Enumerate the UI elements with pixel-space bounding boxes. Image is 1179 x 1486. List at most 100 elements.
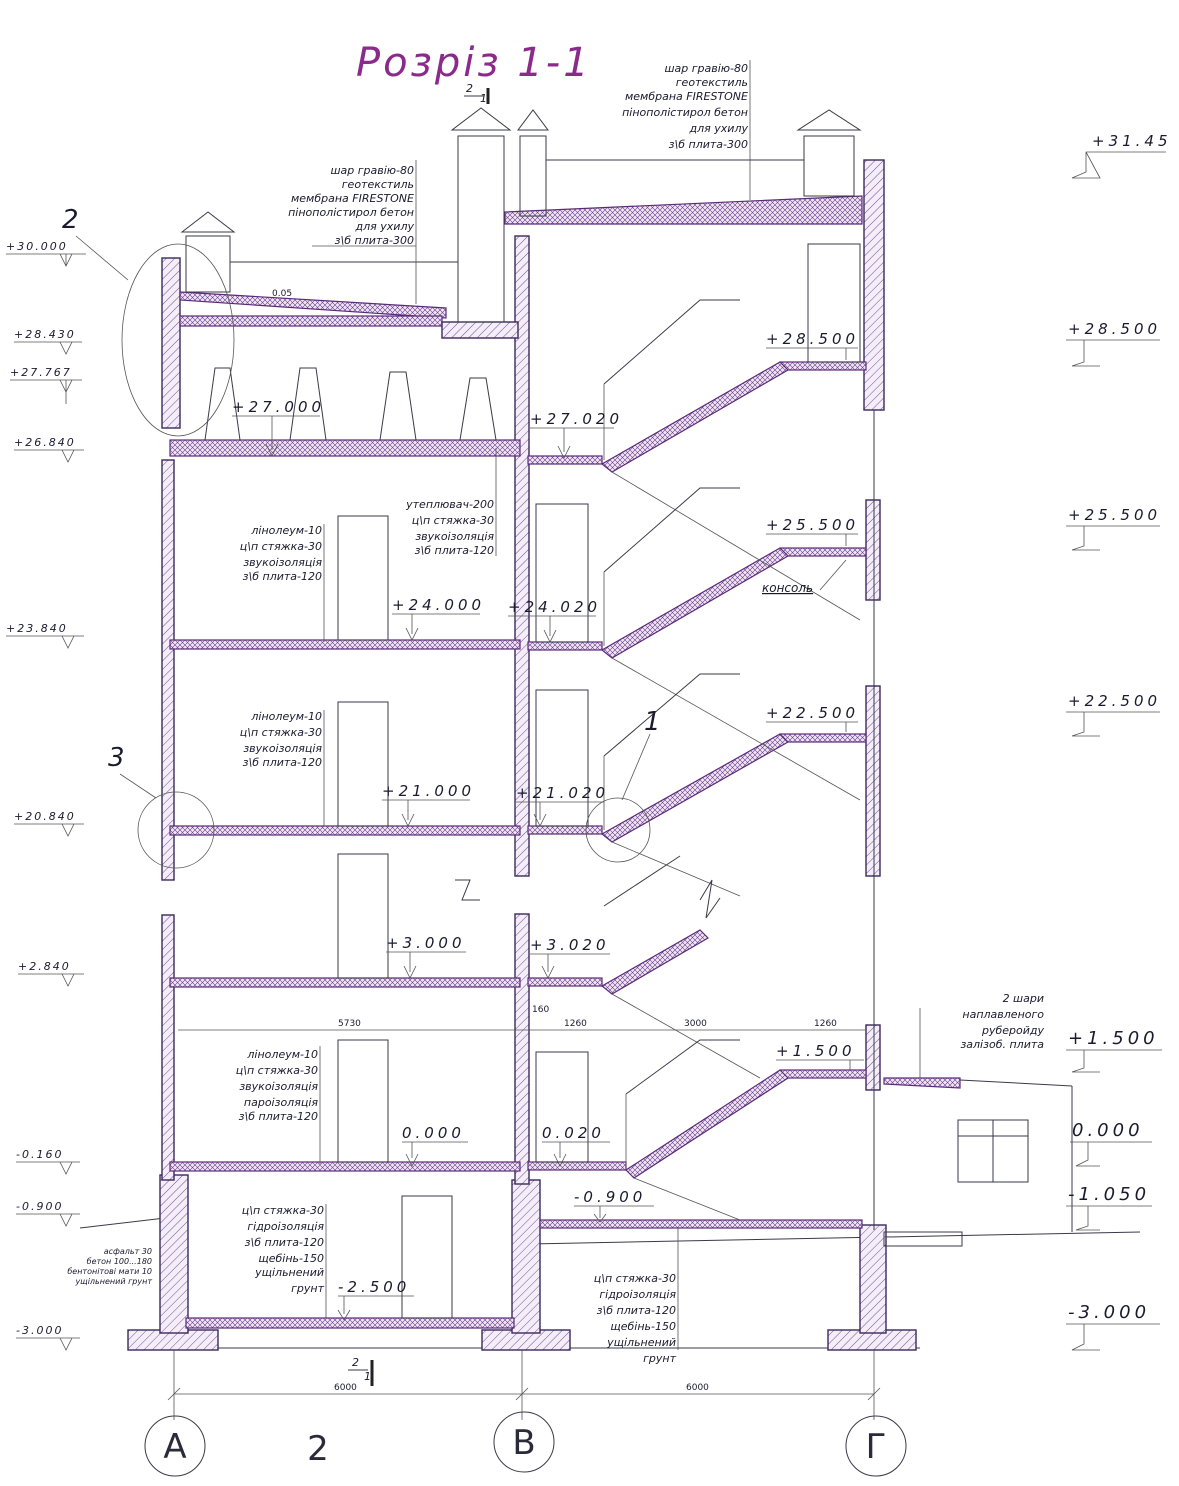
svg-text:+27.020: +27.020 (530, 410, 623, 428)
level-mark-inner: +27.000 +27.020 +28.500 +25.500 +24.000 … (232, 330, 859, 1296)
svg-text:для ухилу: для ухилу (689, 122, 749, 135)
svg-text:ц\п стяжка-30: ц\п стяжка-30 (240, 726, 322, 739)
svg-text:+2.840: +2.840 (18, 960, 71, 973)
walls (161, 159, 885, 1230)
svg-text:мембрана FIRESTONE: мембрана FIRESTONE (291, 192, 414, 205)
svg-text:з\б плита-120: з\б плита-120 (243, 570, 322, 583)
roof (179, 107, 863, 441)
svg-text:2 шари: 2 шари (1003, 992, 1044, 1005)
dim-1260-right: 1260 (814, 1019, 837, 1029)
svg-text:з\б плита-300: з\б плита-300 (335, 234, 414, 247)
section-mark-bottom: 2 1 (348, 1356, 374, 1386)
axis-bubble-g: Г (845, 1415, 907, 1477)
dim-3000: 3000 (684, 1019, 707, 1029)
svg-text:-0.160: -0.160 (16, 1148, 63, 1161)
svg-text:-0.900: -0.900 (16, 1200, 63, 1213)
svg-text:лінолеум-10: лінолеум-10 (250, 710, 322, 723)
level-mark-left: +30.000 +28.430 +27.767 +26.840 +23.840 … (6, 240, 76, 1337)
level-arrows-inner (232, 347, 864, 1321)
svg-text:2: 2 (466, 82, 473, 95)
doors (337, 243, 861, 1319)
svg-text:1: 1 (644, 707, 661, 737)
svg-text:щебінь-150: щебінь-150 (258, 1252, 324, 1265)
svg-text:-2.500: -2.500 (338, 1278, 410, 1296)
note-stair-base: ц\п стяжка-30 гідроізоляція з\б плита-12… (594, 1228, 679, 1365)
svg-text:гідроізоляція: гідроізоляція (599, 1288, 676, 1301)
svg-text:+21.020: +21.020 (516, 784, 609, 802)
svg-text:ущільнений: ущільнений (254, 1266, 324, 1279)
svg-text:+24.020: +24.020 (508, 598, 601, 616)
note-floor-c: лінолеум-10 ц\п стяжка-30 звукоізоляція … (236, 1046, 321, 1164)
svg-text:геотекстиль: геотекстиль (676, 76, 748, 89)
svg-text:+24.000: +24.000 (392, 596, 485, 614)
note-attic-floor: утеплювач-200 ц\п стяжка-30 звукоізоляці… (405, 448, 497, 557)
note-floor-a: лінолеум-10 ц\п стяжка-30 звукоізоляція … (240, 524, 325, 642)
svg-text:ц\п стяжка-30: ц\п стяжка-30 (242, 1204, 324, 1217)
svg-text:+28.500: +28.500 (766, 330, 859, 348)
svg-text:А: А (163, 1427, 186, 1467)
svg-text:+3.020: +3.020 (530, 936, 610, 954)
svg-text:+27.000: +27.000 (232, 398, 325, 416)
svg-text:+28.500: +28.500 (1068, 320, 1161, 338)
note-roof-left: шар гравію-80 геотекстиль мембрана FIRES… (288, 160, 417, 304)
svg-text:ущільнений: ущільнений (606, 1336, 676, 1349)
svg-text:ц\п стяжка-30: ц\п стяжка-30 (594, 1272, 676, 1285)
svg-text:звукоізоляція: звукоізоляція (243, 556, 322, 569)
note-porch-roof: 2 шари наплавленого руберойду залізоб. п… (919, 992, 1044, 1078)
axis-bubble-v: В (493, 1411, 555, 1473)
svg-text:-3.000: -3.000 (1068, 1302, 1150, 1323)
dim-6000-right: 6000 (686, 1383, 709, 1393)
dim-5730: 5730 (338, 1019, 361, 1029)
svg-text:2: 2 (62, 205, 79, 235)
dim-160: 160 (532, 1005, 549, 1015)
note-roof-right: шар гравію-80 геотекстиль мембрана FIRES… (622, 60, 751, 200)
section-mark-top: 2 1 (464, 82, 490, 105)
svg-text:2: 2 (352, 1356, 359, 1369)
svg-text:+22.500: +22.500 (766, 704, 859, 722)
svg-text:+22.500: +22.500 (1068, 692, 1161, 710)
note-basement-floor: ц\п стяжка-30 гідроізоляція з\б плита-12… (242, 1204, 327, 1318)
note-paving: асфальт 30 бетон 100...180 бентонітові м… (67, 1247, 152, 1286)
svg-text:-1.050: -1.050 (1068, 1184, 1150, 1205)
svg-text:+1.500: +1.500 (1068, 1028, 1159, 1049)
svg-text:з\б плита-300: з\б плита-300 (669, 138, 748, 151)
level-arrows-left (6, 253, 86, 1351)
axis-bubble-2: 2 (307, 1429, 329, 1469)
svg-text:+21.000: +21.000 (382, 782, 475, 800)
note-floor-b: лінолеум-10 ц\п стяжка-30 звукоізоляція … (240, 710, 325, 826)
svg-text:2: 2 (307, 1429, 329, 1469)
svg-text:+1.500: +1.500 (776, 1042, 856, 1060)
svg-text:залізоб. плита: залізоб. плита (960, 1038, 1044, 1051)
detail-callout-3: 3 (108, 743, 215, 869)
svg-text:пінополістирол бетон: пінополістирол бетон (288, 206, 414, 219)
svg-text:+3.000: +3.000 (386, 934, 466, 952)
svg-text:звукоізоляція: звукоізоляція (415, 530, 494, 543)
entrance-canopy (883, 1077, 1073, 1247)
svg-text:з\б плита-120: з\б плита-120 (415, 544, 494, 557)
svg-text:асфальт 30: асфальт 30 (104, 1247, 152, 1256)
svg-text:+31.45: +31.45 (1092, 132, 1172, 150)
svg-text:грунт: грунт (291, 1282, 324, 1295)
axis-bubble-a: А (144, 1415, 206, 1477)
svg-text:шар гравію-80: шар гравію-80 (664, 62, 748, 75)
drawing-title: Розріз 1-1 (356, 40, 592, 86)
svg-text:+27.767: +27.767 (10, 366, 72, 379)
svg-text:грунт: грунт (643, 1352, 676, 1365)
svg-text:лінолеум-10: лінолеум-10 (246, 1048, 318, 1061)
svg-text:звукоізоляція: звукоізоляція (239, 1080, 318, 1093)
level-arrows-right (1066, 151, 1166, 1351)
svg-text:-3.000: -3.000 (16, 1324, 63, 1337)
console-label: консоль (762, 581, 813, 595)
floor-slabs (169, 361, 867, 1329)
svg-text:Г: Г (866, 1427, 887, 1467)
svg-text:+26.840: +26.840 (14, 436, 76, 449)
svg-text:1: 1 (480, 92, 487, 105)
svg-text:мембрана FIRESTONE: мембрана FIRESTONE (625, 90, 748, 103)
svg-text:утеплювач-200: утеплювач-200 (405, 498, 494, 511)
svg-text:+28.430: +28.430 (14, 328, 76, 341)
svg-text:бетон 100...180: бетон 100...180 (87, 1257, 152, 1266)
svg-text:з\б плита-120: з\б плита-120 (245, 1236, 324, 1249)
svg-text:3: 3 (108, 743, 125, 773)
svg-text:0.020: 0.020 (542, 1124, 605, 1142)
